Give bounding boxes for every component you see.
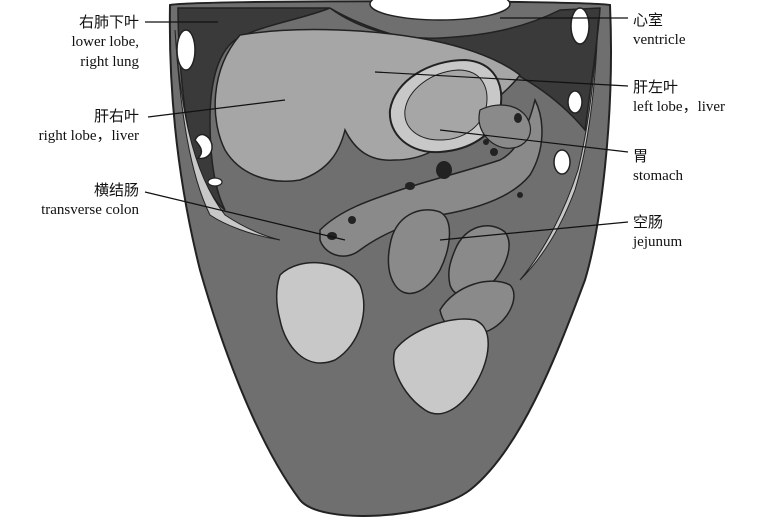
gas-bubble	[483, 139, 489, 145]
leader-lines	[144, 17, 629, 241]
rib	[176, 29, 196, 71]
gas-bubble	[514, 113, 522, 123]
rib	[207, 177, 223, 187]
label-stomach: 胃 stomach	[633, 146, 683, 186]
label-en: transverse colon	[41, 202, 139, 218]
ventricle	[369, 0, 511, 21]
pleura-left	[519, 19, 599, 281]
label-left-lobe-liver: 肝左叶 left lobe，liver	[633, 77, 725, 117]
label-cn: 肝右叶	[93, 107, 139, 125]
label-jejunum: 空肠 jejunum	[633, 212, 682, 252]
gas-bubble	[436, 161, 452, 179]
organ-left	[275, 262, 365, 364]
organ-right	[392, 318, 489, 415]
pleura-right	[174, 29, 281, 241]
label-en: jejunum	[633, 234, 683, 250]
label-en: right lung	[80, 54, 139, 70]
gas-bubble	[490, 148, 498, 156]
rib	[567, 90, 583, 114]
gas-bubble	[517, 192, 523, 198]
label-cn: 右肺下叶	[78, 13, 139, 31]
rib	[570, 7, 590, 45]
label-lower-lobe-right-lung: 右肺下叶 lower lobe, right lung	[72, 12, 139, 72]
label-en: lower lobe,	[71, 34, 139, 50]
right-lung-lower-lobe	[177, 7, 331, 211]
label-en: left lobe，liver	[633, 99, 726, 115]
label-transverse-colon: 横结肠 transverse colon	[41, 180, 139, 220]
label-cn: 横结肠	[93, 181, 139, 199]
label-cn: 肝左叶	[633, 78, 679, 96]
rib	[194, 133, 213, 160]
label-en: stomach	[633, 168, 683, 184]
gas-bubble	[405, 182, 415, 190]
label-en: right lobe，liver	[38, 128, 139, 144]
label-cn: 胃	[633, 147, 649, 165]
rib	[553, 149, 571, 175]
label-right-lobe-liver: 肝右叶 right lobe，liver	[39, 106, 139, 146]
gas-bubble	[348, 216, 356, 224]
label-cn: 心室	[633, 11, 664, 29]
jejunum	[387, 209, 451, 295]
label-en: ventricle	[633, 32, 686, 48]
label-ventricle: 心室 ventricle	[633, 10, 685, 50]
label-cn: 空肠	[633, 213, 664, 231]
